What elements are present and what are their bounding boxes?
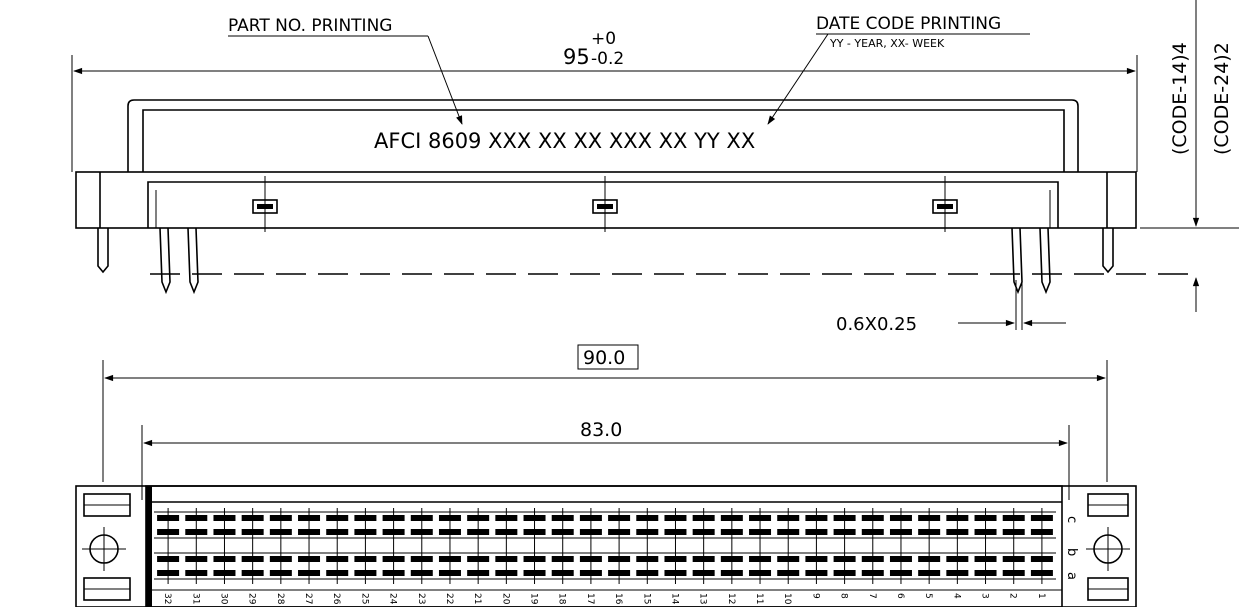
pin-number: 4: [951, 593, 961, 599]
pin-number: 10: [782, 593, 792, 605]
date-code-leader: [767, 33, 829, 125]
pin-number: 3: [980, 593, 990, 599]
pin-number: 13: [698, 593, 708, 604]
mount-distance: 90.0: [583, 347, 625, 369]
code24-label: (CODE-24)2: [1211, 42, 1233, 155]
pin-number: 21: [472, 593, 482, 604]
pin-number: 18: [557, 593, 567, 605]
pin-number: 8: [839, 593, 849, 599]
pin-number: 16: [613, 593, 623, 605]
pin-number: 9: [810, 593, 820, 599]
mounting-ear-left: [82, 493, 131, 601]
latch-clips: [252, 176, 958, 232]
pin-number: 22: [444, 593, 454, 604]
pin-number: 24: [388, 593, 398, 605]
mount-distance-box: [577, 344, 639, 370]
side-view: PART NO. PRINTING DATE CODE PRINTING YY …: [71, 0, 1239, 335]
bottom-view: 90.0 83.0: [75, 344, 1137, 607]
pin-number: 26: [331, 593, 341, 605]
pin-number: 17: [585, 593, 595, 604]
connector-body: [75, 485, 1137, 607]
overall-length: 95: [563, 45, 590, 69]
base-inner-channel: [147, 181, 1059, 228]
left-rib: [146, 486, 152, 607]
pin-number: 19: [529, 593, 539, 605]
pitch-span: 83.0: [580, 419, 622, 441]
code14-label: (CODE-14)4: [1169, 42, 1191, 155]
pin-number: 29: [247, 593, 257, 605]
pin-number: 23: [416, 593, 426, 604]
pin-number: 20: [500, 593, 510, 605]
pin-number: 11: [754, 593, 764, 604]
tolerance-upper: +0: [591, 29, 616, 49]
date-code-label: DATE CODE PRINTING: [816, 14, 1001, 34]
pin-number: 32: [162, 593, 172, 604]
pin-number: 1: [1036, 593, 1046, 599]
pin-number: 31: [190, 593, 200, 604]
housing-inner: [142, 109, 1065, 172]
pins-side-view: [97, 227, 1114, 295]
pin-number: 15: [641, 593, 651, 604]
mounting-ear-right: [1086, 493, 1130, 601]
pin-number: 12: [726, 593, 736, 604]
part-no-label: PART NO. PRINTING: [228, 16, 392, 36]
row-label-b: b: [1064, 548, 1079, 556]
contact-rows: [154, 508, 1056, 584]
pin-number: 5: [923, 593, 933, 599]
connector-base: [75, 171, 1137, 229]
row-label-a: a: [1064, 572, 1079, 580]
pin-number: 7: [867, 593, 877, 599]
marking-text: AFCI 8609 XXX XX XX XXX XX YY XX: [374, 129, 755, 153]
pin-number: 25: [359, 593, 369, 604]
row-label-c: c: [1064, 516, 1079, 523]
date-code-sub: YY - YEAR, XX- WEEK: [829, 37, 945, 50]
pin-number: 2: [1008, 593, 1018, 599]
contact-field: [145, 485, 1063, 607]
tolerance-lower: -0.2: [591, 49, 624, 69]
pin-number: 6: [895, 593, 905, 599]
pin-number: 14: [669, 593, 679, 605]
pin-number: 30: [218, 593, 228, 605]
housing-outer: [127, 99, 1079, 172]
pin-size-label: 0.6X0.25: [836, 314, 917, 335]
pin-number: 27: [303, 593, 313, 604]
pin-number: 28: [275, 593, 285, 605]
